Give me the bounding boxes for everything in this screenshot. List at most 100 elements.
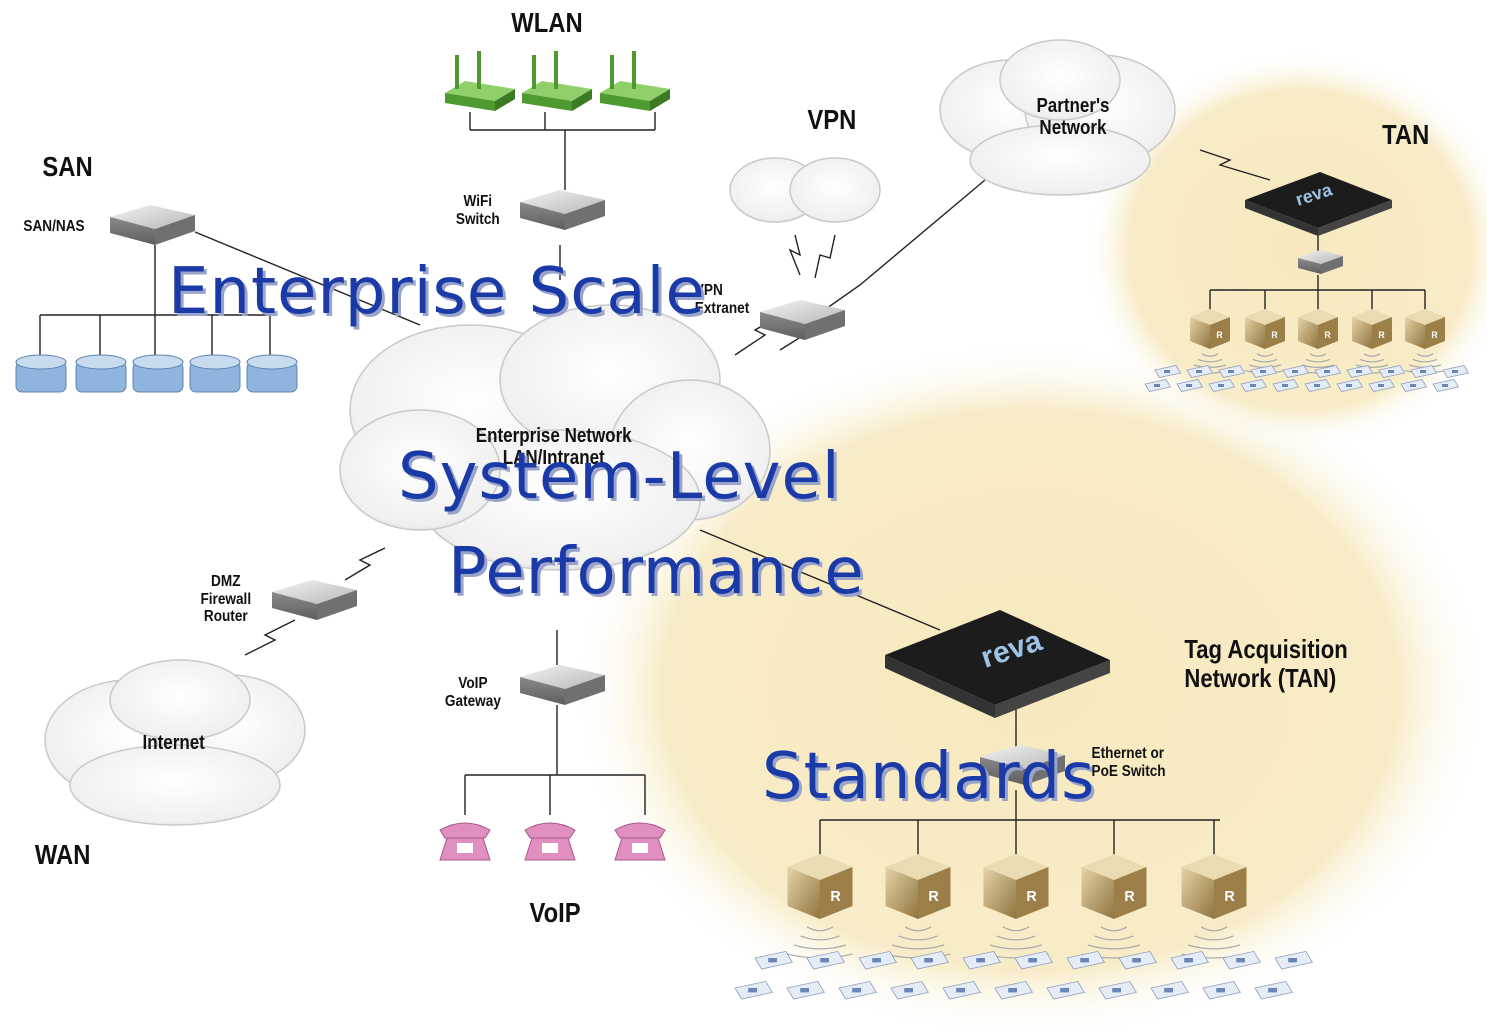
rfid-tag [1066, 950, 1106, 970]
overlay-enterprise-scale: Enterprise Scale [168, 255, 706, 329]
rfid-tag [1442, 365, 1470, 378]
rfid-reader: R [1181, 854, 1247, 959]
signal-wave [891, 944, 945, 950]
rfid-tag [910, 950, 950, 970]
overlay-system-level: System-Level [398, 440, 841, 514]
signal-wave [1200, 926, 1228, 932]
rfid-tag [838, 980, 878, 1000]
rfid-tag [1368, 379, 1396, 392]
signal-wave [1305, 358, 1331, 363]
signal-wave [806, 926, 834, 932]
reva-appliance-small: reva [1245, 172, 1392, 236]
signal-wave [1094, 935, 1134, 941]
signal-wave [1197, 358, 1223, 363]
rfid-tag [1378, 365, 1406, 378]
reader-letter: R [1216, 330, 1223, 340]
clouds [44, 39, 1176, 826]
rfid-tag [962, 950, 1002, 970]
signal-wave [1359, 358, 1385, 363]
rfid-tag [1014, 950, 1054, 970]
signal-wave [898, 935, 938, 941]
vpn-extranet-device [760, 300, 845, 340]
signal-wave [1256, 353, 1274, 357]
rfid-reader: R [1189, 309, 1231, 374]
rfid-tag [1118, 950, 1158, 970]
dmz-router-device [272, 580, 357, 620]
rfid-tag [942, 980, 982, 1000]
signal-wave [989, 944, 1043, 950]
rfid-tags [734, 365, 1470, 1000]
enterprise-cloud [339, 304, 771, 571]
rfid-tag [1240, 379, 1268, 392]
rfid-tag [1046, 980, 1086, 1000]
gray-devices [110, 190, 1343, 785]
signal-wave [904, 926, 932, 932]
rfid-tag [1400, 379, 1428, 392]
rfid-tag [1154, 365, 1182, 378]
rfid-reader: R [1404, 309, 1446, 374]
wifi-switch-device [520, 190, 605, 230]
rfid-tag [1346, 365, 1374, 378]
label-partner-network: Partner's Network [1036, 95, 1110, 139]
label-enterprise-network: Enterprise Network LAN/Intranet [475, 425, 632, 469]
san-disks [15, 314, 298, 393]
internet-cloud [44, 659, 306, 826]
rfid-reader: R [1297, 309, 1339, 374]
signal-wave [1355, 364, 1389, 368]
signal-wave [1309, 353, 1327, 357]
rfid-tag [806, 950, 846, 970]
poe-switch-device [980, 745, 1065, 785]
signal-wave [1100, 926, 1128, 932]
signal-wave [1363, 353, 1381, 357]
partner-cloud [939, 39, 1176, 196]
signal-wave [1412, 358, 1438, 363]
rfid-reader: R [885, 854, 951, 959]
reader-letter: R [1271, 330, 1278, 340]
signal-wave [996, 935, 1036, 941]
tan-zone-small [1085, 50, 1487, 450]
label-vpn-extranet: VPN Extranet [694, 282, 750, 317]
rfid-tag [734, 980, 774, 1000]
reader-letter: R [1324, 330, 1331, 340]
signal-wave [1193, 364, 1227, 368]
reader-letter: R [1026, 889, 1037, 905]
label-san: SAN [42, 151, 93, 182]
reva-appliance-large: reva [885, 610, 1110, 718]
reader-letter: R [1124, 889, 1135, 905]
rfid-tag [1304, 379, 1332, 392]
wlan-access-points [445, 51, 670, 131]
reader-letter: R [928, 889, 939, 905]
rfid-tag [1432, 379, 1460, 392]
rfid-tag [858, 950, 898, 970]
rfid-tag [1314, 365, 1342, 378]
rfid-tag [754, 950, 794, 970]
label-internet: Internet [142, 732, 205, 754]
rfid-tag [1254, 980, 1294, 1000]
rfid-tag [1098, 980, 1138, 1000]
signal-wave [1301, 364, 1335, 368]
label-vpn: VPN [807, 104, 857, 135]
rfid-tag [994, 980, 1034, 1000]
rfid-tag [1274, 950, 1314, 970]
reader-letter: R [1378, 330, 1385, 340]
rfid-tag [1272, 379, 1300, 392]
label-wlan: WLAN [511, 7, 583, 38]
voip-phones [439, 774, 666, 861]
vpn-clouds [729, 157, 881, 223]
rfid-reader: R [787, 854, 853, 959]
tan-switch-device [1298, 250, 1343, 274]
label-san-nas: SAN/NAS [23, 218, 85, 235]
rfid-tag [1144, 379, 1172, 392]
rfid-tag [1176, 379, 1204, 392]
signal-wave [793, 944, 847, 950]
label-voip: VoIP [529, 897, 581, 928]
rfid-tag [1202, 980, 1242, 1000]
connection-lines [154, 130, 1319, 775]
label-wifi-switch: WiFi Switch [455, 193, 500, 228]
signal-wave [1201, 353, 1219, 357]
rfid-tag [1410, 365, 1438, 378]
label-tag-acquisition: Tag Acquisition Network (TAN) [1184, 634, 1348, 693]
